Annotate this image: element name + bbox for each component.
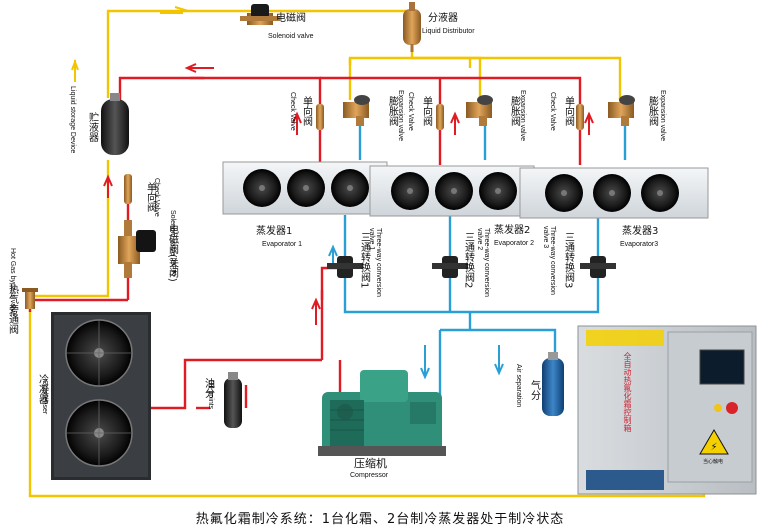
- three-way-valve-1-label: 三通转换阀1: [358, 232, 370, 289]
- check-valve-left-label: 单向阀: [144, 182, 156, 212]
- liquid-distributor: [403, 2, 421, 52]
- three-way-valve-2-label-en: Three-way conversion valve 2: [475, 228, 490, 297]
- evaporator-1-label-en: Evaporator 1: [262, 241, 303, 248]
- liquid-distributor-label: 分液器: [428, 13, 458, 24]
- three-way-valve-1: [327, 256, 363, 278]
- check-valve-3: [576, 104, 584, 130]
- cabinet-warning: 当心触电: [703, 459, 724, 465]
- suction-lines: [343, 120, 627, 395]
- three-way-valve-3: [580, 256, 616, 278]
- oil-separator: [224, 372, 242, 428]
- check-valve-2: [436, 104, 444, 130]
- three-way-valve-2: [432, 256, 468, 278]
- solenoid-valve-top: [240, 4, 280, 25]
- check-valve-1-label: 单向阀: [300, 96, 312, 126]
- liquid-receiver: [101, 93, 129, 155]
- condenser-label-en: Condenser: [41, 380, 48, 415]
- three-way-valve-2-label: 三通转换阀2: [462, 232, 474, 289]
- evaporator-2-label: 蒸发器2: [494, 225, 531, 236]
- air-separator-label: 气分: [528, 380, 540, 400]
- check-valve-2-label-en: Check Valve: [407, 92, 414, 131]
- compressor-label-en: Compressor: [350, 472, 389, 479]
- expansion-valve-2-label-en: Expansion valve: [519, 90, 526, 141]
- svg-text:⚡: ⚡: [710, 442, 717, 453]
- receiver-label-en: Liquid storage Device: [69, 86, 76, 154]
- oil-separator-label-en: Oil points: [207, 380, 214, 410]
- air-separator-label-en: Air separation: [515, 364, 522, 408]
- solenoid-valve-top-label: 电磁阀: [276, 13, 306, 24]
- solenoid-valve-top-label-en: Solenoid valve: [268, 33, 314, 40]
- evaporator-3-label: 蒸发器3: [622, 226, 659, 237]
- compressor: [318, 370, 446, 456]
- check-valve-2-label: 单向阀: [420, 96, 432, 126]
- condenser-label: 冷凝器: [36, 374, 48, 404]
- compressor-label: 压缩机: [354, 457, 387, 470]
- oil-separator-label: 油分: [202, 378, 214, 398]
- hot-gas-bypass-valve: [22, 288, 38, 309]
- receiver-label: 贮液器: [86, 112, 98, 142]
- evaporator-2-label-en: Evaporator 2: [494, 240, 535, 247]
- three-way-valve-3-label-en: Three-way conversion valve 3: [541, 226, 556, 295]
- evaporator-1-label: 蒸发器1: [256, 226, 293, 237]
- condenser: [51, 312, 151, 480]
- check-valve-3-label-en: Check Valve: [549, 92, 556, 131]
- expansion-valve-3-label: 膨胀阀: [646, 96, 658, 126]
- solenoid-valve-off: [118, 220, 156, 278]
- cabinet-title: 全自动热氟化霜控制箱: [623, 352, 632, 432]
- check-valve-3-label: 单向阀: [562, 96, 574, 126]
- expansion-valve-1-label: 膨胀阀: [386, 96, 398, 126]
- expansion-valve-2-label: 膨胀阀: [508, 96, 520, 126]
- expansion-valve-1: [343, 95, 370, 126]
- check-valve-left: [124, 174, 132, 204]
- check-valve-1: [316, 104, 324, 130]
- check-valve-left-label-en: Check Valve: [153, 178, 160, 217]
- check-valve-1-label-en: Check Valve: [289, 92, 296, 131]
- expansion-valve-2: [466, 95, 493, 126]
- diagram-caption: 热氟化霜制冷系统：1台化霜、2台制冷蒸发器处于制冷状态: [195, 512, 565, 527]
- evaporator-1: [222, 161, 388, 215]
- solenoid-off-label: 电磁阀(关闭): [166, 224, 178, 282]
- three-way-valve-3-label: 三通转换阀3: [562, 232, 574, 289]
- three-way-valve-1-label-en: Three-way conversion valve 1: [367, 228, 382, 297]
- evaporator-2: [369, 165, 535, 217]
- expansion-valve-1-label-en: Expansion valve: [397, 90, 404, 141]
- expansion-valve-3: [608, 95, 635, 126]
- air-separator: [542, 352, 564, 416]
- liquid-distributor-label-en: Liquid Distributor: [422, 28, 475, 35]
- evaporator-3: [519, 167, 709, 219]
- hot-gas-valve-label: 热气旁通阀: [6, 284, 18, 334]
- expansion-valve-3-label-en: Expansion valve: [659, 90, 666, 141]
- flow-arrows: [71, 6, 594, 380]
- evaporator-3-label-en: Evaporator3: [620, 241, 659, 248]
- control-cabinet: ⚡: [577, 325, 757, 495]
